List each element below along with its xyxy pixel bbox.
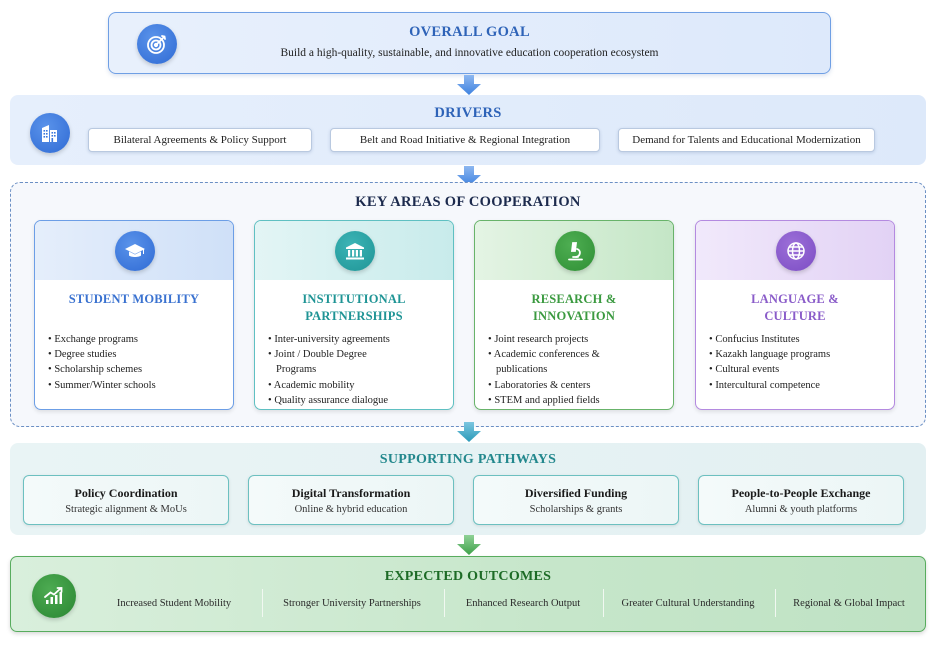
target-icon: [137, 24, 177, 64]
outcome-item: Enhanced Research Output: [465, 598, 581, 609]
drivers-title: DRIVERS: [434, 105, 502, 121]
pathways-title: SUPPORTING PATHWAYS: [379, 452, 557, 467]
divider: [775, 589, 776, 617]
pathway-name: Digital Transformation: [291, 486, 411, 500]
pathway-name: People-to-People Exchange: [731, 486, 871, 500]
down-arrow-icon: [457, 535, 481, 555]
pathway-description: Alumni & youth platforms: [744, 504, 858, 515]
list-item: Kazakh language programs: [709, 347, 886, 362]
list-item: Degree studies: [48, 347, 225, 362]
goal-title: OVERALL GOAL: [409, 24, 530, 40]
area-items-list: Inter-university agreements Joint / Doub…: [268, 332, 445, 408]
list-item: Exchange programs: [48, 332, 225, 347]
area-title: LANGUAGE & CULTURE: [751, 292, 839, 323]
key-areas-title: KEY AREAS OF COOPERATION: [355, 194, 581, 210]
globe-icon: [776, 231, 816, 271]
area-card-research-innovation: RESEARCH & INNOVATION Joint research pro…: [474, 220, 674, 410]
down-arrow-icon: [457, 166, 481, 186]
outcome-item: Regional & Global Impact: [793, 598, 905, 609]
buildings-icon: [30, 113, 70, 153]
outcome-item: Increased Student Mobility: [116, 598, 232, 609]
area-card-student-mobility: STUDENT MOBILITY Exchange programs Degre…: [34, 220, 234, 410]
overall-goal-box: OVERALL GOAL Build a high-quality, susta…: [108, 12, 831, 74]
area-title: RESEARCH & INNOVATION: [531, 292, 617, 323]
list-item: Intercultural competence: [709, 378, 886, 393]
list-item: STEM and applied fields: [488, 393, 665, 408]
list-item: Quality assurance dialogue: [268, 393, 445, 408]
graduation-cap-icon: [115, 231, 155, 271]
outcome-item: Stronger University Partnerships: [283, 598, 421, 609]
outcomes-title: EXPECTED OUTCOMES: [384, 569, 552, 584]
list-item: Academic mobility: [268, 378, 445, 393]
outcome-item: Greater Cultural Understanding: [621, 598, 755, 609]
list-item: Joint / Double Degree Programs: [268, 347, 445, 377]
area-card-language-culture: LANGUAGE & CULTURE Confucius Institutes …: [695, 220, 895, 410]
pathway-card: Diversified Funding Scholarships & grant…: [473, 475, 679, 525]
expected-outcomes-box: EXPECTED OUTCOMES Increased Student Mobi…: [10, 556, 926, 632]
goal-description: Build a high-quality, sustainable, and i…: [280, 47, 659, 59]
area-items-list: Joint research projects Academic confere…: [488, 332, 665, 408]
list-item: Cultural events: [709, 362, 886, 377]
pathway-name: Policy Coordination: [74, 486, 178, 500]
institution-icon: [335, 231, 375, 271]
pathway-description: Scholarships & grants: [529, 504, 623, 515]
supporting-pathways-box: SUPPORTING PATHWAYS Policy Coordination …: [10, 443, 926, 535]
down-arrow-icon: [457, 75, 481, 95]
growth-chart-icon: [32, 574, 76, 618]
key-areas-box: KEY AREAS OF COOPERATION STUDENT MOBILIT…: [10, 182, 926, 427]
pathway-name: Diversified Funding: [524, 486, 628, 500]
list-item: Scholarship schemes: [48, 362, 225, 377]
area-title: STUDENT MOBILITY: [68, 292, 200, 306]
list-item: Inter-university agreements: [268, 332, 445, 347]
driver-item: Bilateral Agreements & Policy Support: [88, 128, 312, 152]
driver-item: Demand for Talents and Educational Moder…: [618, 128, 875, 152]
area-title: INSTITUTIONAL PARTNERSHIPS: [302, 292, 406, 323]
pathway-description: Online & hybrid education: [294, 504, 408, 515]
pathway-card: Policy Coordination Strategic alignment …: [23, 475, 229, 525]
list-item: Confucius Institutes: [709, 332, 886, 347]
list-item: Laboratories & centers: [488, 378, 665, 393]
microscope-icon: [555, 231, 595, 271]
list-item: Joint research projects: [488, 332, 665, 347]
down-arrow-icon: [457, 422, 481, 442]
pathway-card: People-to-People Exchange Alumni & youth…: [698, 475, 904, 525]
divider: [262, 589, 263, 617]
pathway-card: Digital Transformation Online & hybrid e…: [248, 475, 454, 525]
pathway-description: Strategic alignment & MoUs: [65, 504, 187, 515]
divider: [603, 589, 604, 617]
area-items-list: Confucius Institutes Kazakh language pro…: [709, 332, 886, 393]
area-card-institutional-partnerships: INSTITUTIONAL PARTNERSHIPS Inter-univers…: [254, 220, 454, 410]
driver-item: Belt and Road Initiative & Regional Inte…: [330, 128, 600, 152]
divider: [444, 589, 445, 617]
list-item: Academic conferences & publications: [488, 347, 665, 377]
drivers-box: DRIVERS Bilateral Agreements & Policy Su…: [10, 95, 926, 165]
list-item: Summer/Winter schools: [48, 378, 225, 393]
area-items-list: Exchange programs Degree studies Scholar…: [48, 332, 225, 393]
